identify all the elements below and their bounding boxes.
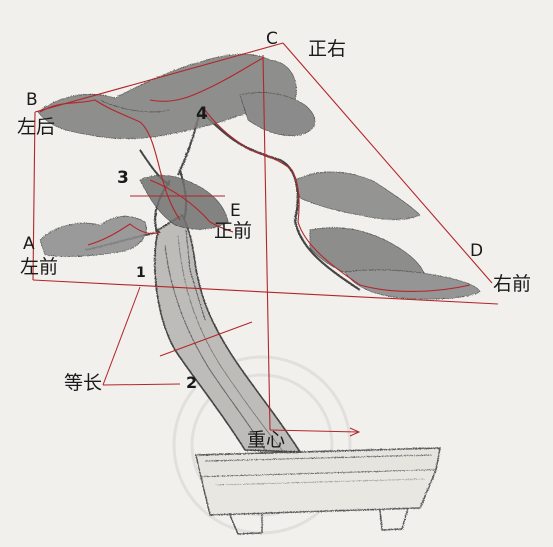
marker-1: 1 xyxy=(136,265,146,281)
label-equal-length: 等长 xyxy=(64,372,103,394)
bonsai-pot xyxy=(195,447,441,535)
label-front-front: 正前 xyxy=(214,220,253,242)
label-center-of-gravity: 重心 xyxy=(247,429,286,451)
trace-front-branch xyxy=(149,179,234,233)
marker-3: 3 xyxy=(117,168,129,188)
point-d: D xyxy=(470,241,484,261)
equal-length-pointers xyxy=(102,286,181,386)
line-c-d xyxy=(282,42,493,284)
point-e: E xyxy=(230,201,241,221)
marker-4: 4 xyxy=(196,104,208,124)
label-left-back: 左后 xyxy=(17,116,56,138)
line-gravity-offset xyxy=(269,429,359,433)
label-front-right: 正右 xyxy=(308,38,347,60)
trace-left-branch xyxy=(87,223,161,246)
bonsai-foliage xyxy=(37,54,481,300)
trace-right-branch xyxy=(204,109,471,292)
bonsai-trunk xyxy=(84,109,361,453)
gravity-arrow xyxy=(349,427,361,437)
line-b-c xyxy=(34,42,284,113)
point-c: C xyxy=(266,29,278,49)
line-b-a xyxy=(32,111,36,281)
marker-2: 2 xyxy=(186,373,198,392)
line-c-gravity xyxy=(262,54,271,431)
point-b: B xyxy=(26,90,38,110)
line-level-2 xyxy=(159,321,253,357)
line-a-baseline xyxy=(32,279,499,305)
label-left-front: 左前 xyxy=(20,256,59,278)
guide-lines xyxy=(32,42,499,433)
trace-top-branch xyxy=(149,57,264,102)
label-right-front: 右前 xyxy=(493,273,532,295)
point-a: A xyxy=(23,234,35,254)
